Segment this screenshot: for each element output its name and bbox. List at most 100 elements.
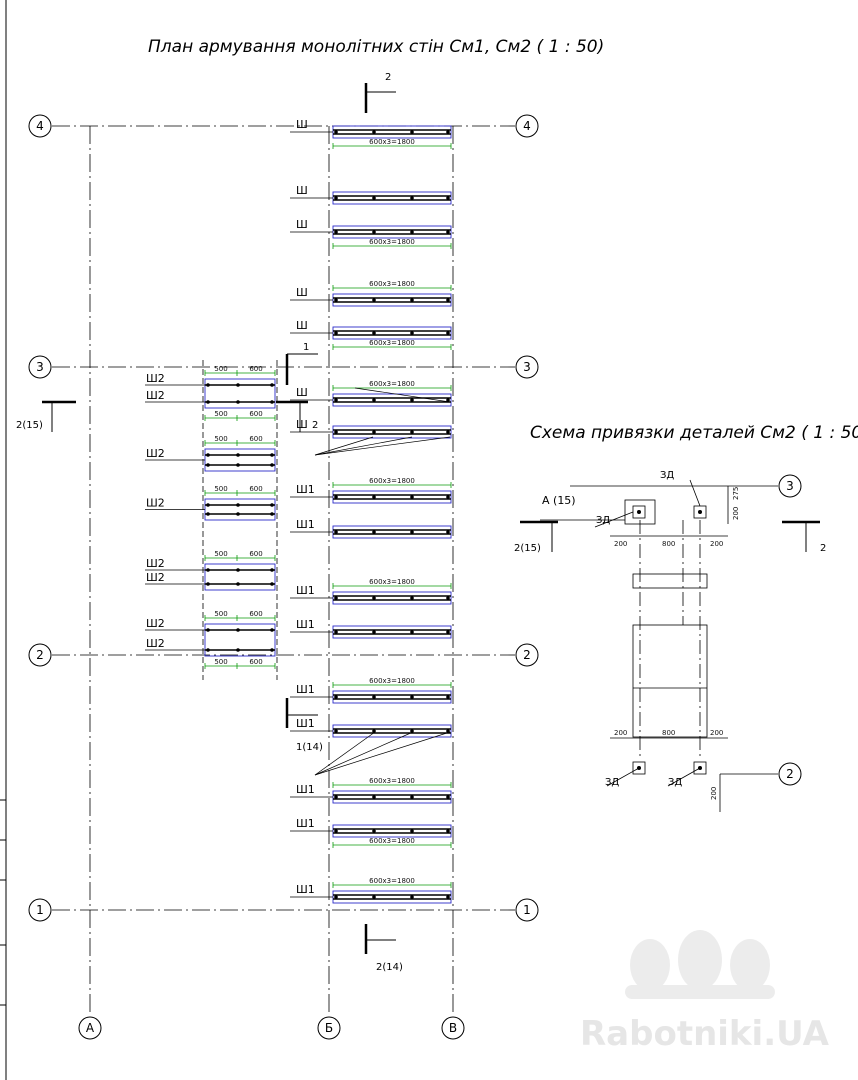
rebar-dot <box>334 196 338 200</box>
section-label: 1(14) <box>296 742 323 753</box>
rebar-dot <box>372 495 376 499</box>
rebar-dot <box>236 453 240 457</box>
rebar-dot <box>334 130 338 134</box>
section-label: 2 <box>385 72 391 83</box>
zd-mark: ЗД <box>596 515 610 526</box>
rebar-dot <box>236 400 240 404</box>
scheme-section-right: 2 <box>782 520 826 554</box>
axis-bubble-A: А <box>78 1016 102 1040</box>
rebar-dot <box>410 398 414 402</box>
axis-label: 3 <box>36 360 44 374</box>
ref-label: А (15) <box>542 494 576 507</box>
rebar-dot <box>334 829 338 833</box>
rebar-dot <box>446 398 450 402</box>
axis-grid <box>52 125 515 1015</box>
rebar-dot <box>372 695 376 699</box>
mesh-mark: Ш <box>296 218 308 231</box>
dim-label: 600x3=1800 <box>369 578 415 586</box>
rebar-dot <box>270 648 274 652</box>
mesh-mark: Ш2 <box>146 557 165 570</box>
axis-bubble-4-right: 4 <box>515 114 539 138</box>
axis-label: А <box>86 1021 95 1035</box>
rebar-dot <box>372 196 376 200</box>
axis-bubble-2-left: 2 <box>28 643 52 667</box>
rebar-dot <box>236 628 240 632</box>
rebar-dot <box>410 695 414 699</box>
rebar-dot <box>334 530 338 534</box>
scheme-title: Схема привязки деталей См2 ( 1 : 50) <box>530 423 858 443</box>
section-marker-1-14: 1(14) <box>285 698 323 753</box>
mesh-mark: Ш1 <box>296 883 315 896</box>
mesh-sm1: Ш <box>290 184 452 205</box>
rebar-dot <box>236 568 240 572</box>
mesh-mark: Ш2 <box>146 447 165 460</box>
dim-label: 800 <box>662 729 675 737</box>
rebar-dot <box>410 596 414 600</box>
rebar-dot <box>446 230 450 234</box>
rebar-dot <box>446 495 450 499</box>
rebar-dot <box>270 512 274 516</box>
axis-bubble-B: Б <box>317 1016 341 1040</box>
rebar-dot <box>206 648 210 652</box>
rebar-dot <box>410 196 414 200</box>
mesh-mark: Ш1 <box>296 783 315 796</box>
axis-bubble-3-right: 3 <box>515 355 539 379</box>
rebar-dot <box>446 596 450 600</box>
rebar-dot <box>372 298 376 302</box>
dim-label: 600 <box>249 610 262 618</box>
rebar-dot <box>334 495 338 499</box>
mesh-sm1: Ш 600x3=1800 <box>290 118 452 149</box>
mesh-mark: Ш1 <box>296 618 315 631</box>
dim-label: 500 <box>214 410 227 418</box>
rebar-dot <box>236 383 240 387</box>
rebar-dot <box>270 503 274 507</box>
rebar-dot <box>206 503 210 507</box>
rebar-dot <box>446 729 450 733</box>
watermark: Rabotniki.UA <box>580 930 830 1054</box>
mesh-sm1: Ш1 <box>290 717 452 738</box>
dim-label: 200 <box>710 787 718 800</box>
axis-label: 1 <box>523 903 531 917</box>
dim-label: 500 <box>214 485 227 493</box>
axis-label: Б <box>325 1021 333 1035</box>
dim-label: 600x3=1800 <box>369 280 415 288</box>
axis-label: 2 <box>523 648 531 662</box>
dim-label: 600x3=1800 <box>369 138 415 146</box>
axis-label: 4 <box>523 119 531 133</box>
scheme-dots <box>637 510 702 770</box>
rebar-dot <box>334 895 338 899</box>
rebar-dot <box>410 130 414 134</box>
section-label: 1 <box>303 342 309 353</box>
scheme-details <box>540 479 778 812</box>
rebar-dot <box>446 695 450 699</box>
rebar-dot <box>334 729 338 733</box>
scheme-bubble-2: 2 <box>778 762 802 786</box>
section-marker-2-top: 2 <box>364 72 396 113</box>
rebar-dot <box>410 430 414 434</box>
axis-label: 4 <box>36 119 44 133</box>
rebar-dot <box>270 463 274 467</box>
rebar-dot <box>334 298 338 302</box>
mesh-mark: Ш <box>296 118 308 131</box>
rebar-dot <box>410 795 414 799</box>
rebar-dot <box>446 630 450 634</box>
scheme-bubble-3: 3 <box>778 474 802 498</box>
mesh-mark: Ш1 <box>296 518 315 531</box>
dim-label: 200 <box>710 540 723 548</box>
dim-label: 600x3=1800 <box>369 837 415 845</box>
mesh-sm1: Ш <box>290 418 452 439</box>
rebar-dot <box>410 298 414 302</box>
rebar-dot <box>334 398 338 402</box>
rebar-dot <box>236 503 240 507</box>
section-label: 2(15) <box>16 420 43 431</box>
dim-label: 200 <box>732 507 740 520</box>
